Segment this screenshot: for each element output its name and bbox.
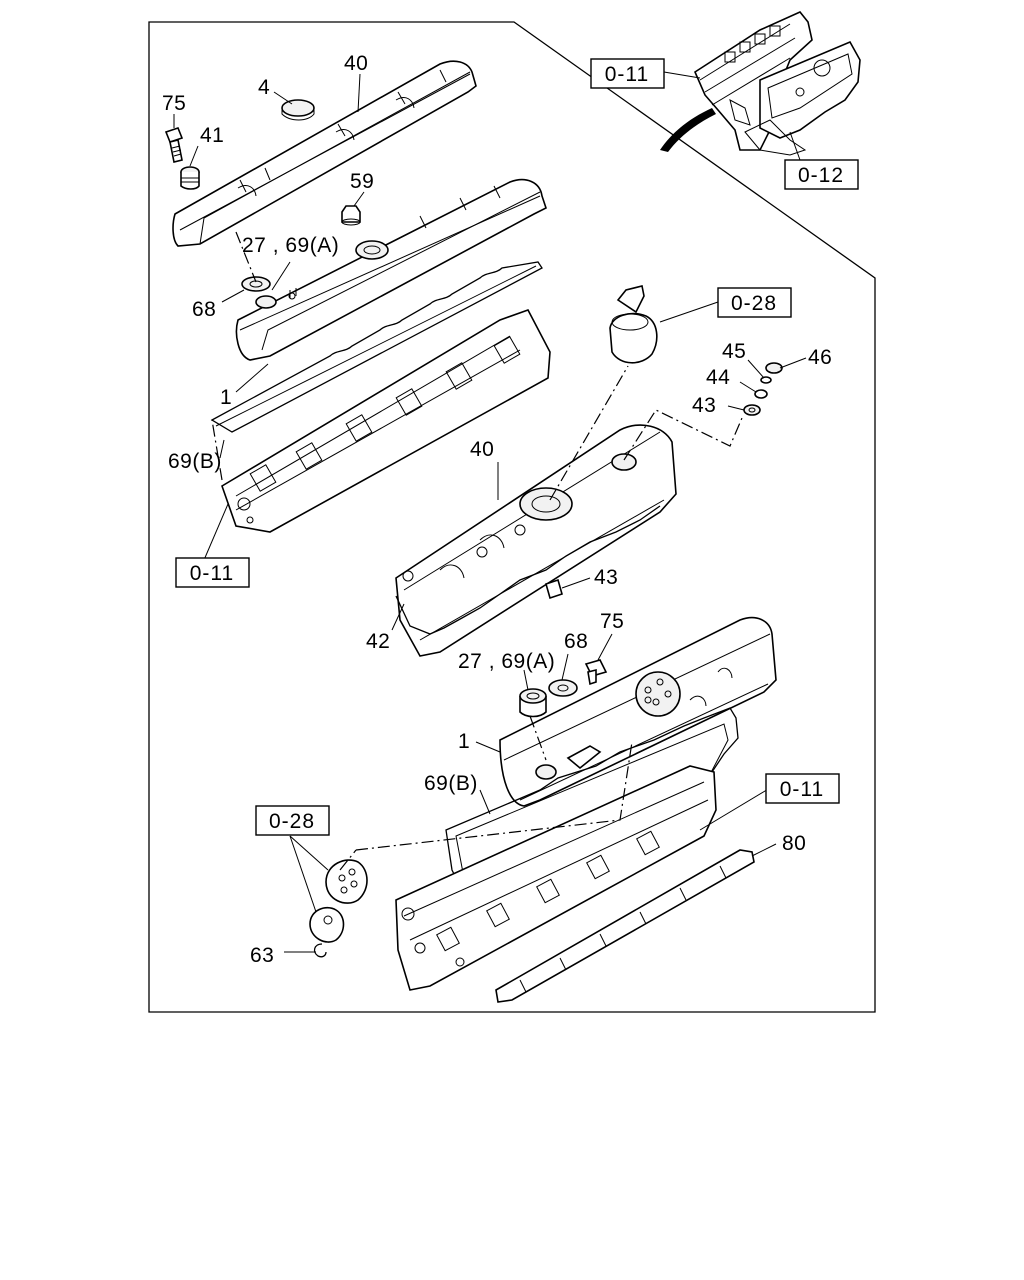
grommet-27-lower [519, 688, 547, 718]
callout-69b-top: 69(B) [168, 450, 222, 473]
callout-75-lower: 75 [600, 610, 624, 633]
bolt-75-top [164, 127, 184, 163]
svg-text:0-11: 0-11 [190, 562, 234, 585]
callout-42: 42 [366, 630, 390, 653]
nut-43-lower [545, 578, 563, 600]
callout-1-lower: 1 [458, 730, 470, 753]
nut-46 [765, 362, 783, 374]
callout-4: 4 [258, 76, 270, 99]
pointer-arrow [660, 108, 716, 152]
engine-overview-illustration [660, 11, 861, 161]
seal-42 [395, 505, 661, 635]
washer-44 [754, 389, 768, 399]
leader-lines [173, 73, 807, 953]
cylinder-head-upper [221, 309, 551, 533]
rocker-cover-top [235, 178, 547, 361]
callout-75-top: 75 [162, 92, 186, 115]
expansion-plug-large [325, 859, 368, 904]
callout-80: 80 [782, 832, 806, 855]
valve-cover-40-middle [395, 424, 677, 657]
diagram-frame [148, 21, 876, 1013]
ref-box-0-12[interactable]: 0-12 [784, 159, 859, 190]
ref-box-0-11-lower[interactable]: 0-11 [765, 773, 840, 804]
cap-59 [341, 205, 361, 226]
washer-68-top [241, 276, 271, 292]
nut-43-upper [743, 404, 761, 416]
cylinder-head-lower [395, 765, 717, 991]
ref-box-0-28-top[interactable]: 0-28 [717, 287, 792, 318]
svg-text:0-12: 0-12 [798, 164, 844, 187]
ref-box-0-28-lower[interactable]: 0-28 [255, 805, 330, 836]
callout-40-top: 40 [344, 52, 368, 75]
upper-rocker-cover-40 [172, 60, 477, 247]
ref-box-0-11-top[interactable]: 0-11 [590, 58, 665, 89]
callout-41: 41 [200, 124, 224, 147]
callout-44: 44 [706, 366, 730, 389]
callout-labels: 75 4 40 41 59 27 , 69(A) 68 1 69(B) 45 4… [162, 52, 832, 967]
callout-27-69a-lower: 27 , 69(A) [458, 650, 555, 673]
callout-68-lower: 68 [564, 630, 588, 653]
washer-45 [760, 376, 772, 384]
callout-46: 46 [808, 346, 832, 369]
callout-69b-lower: 69(B) [424, 772, 478, 795]
callout-40-middle: 40 [470, 438, 494, 461]
svg-text:0-28: 0-28 [269, 810, 315, 833]
callout-43-lower: 43 [594, 566, 618, 589]
callout-27-69a-top: 27 , 69(A) [242, 234, 339, 257]
ref-box-0-11-left[interactable]: 0-11 [175, 557, 250, 588]
grommet-41 [180, 166, 200, 190]
snap-ring-63 [313, 943, 327, 958]
rail-80 [495, 849, 755, 1003]
callout-43-upper: 43 [692, 394, 716, 417]
expansion-plug-small [309, 906, 345, 943]
bolt-75-lower [584, 659, 608, 686]
rocker-cover-lower [499, 616, 777, 807]
callout-68-top: 68 [192, 298, 216, 321]
callout-59: 59 [350, 170, 374, 193]
svg-text:0-11: 0-11 [605, 63, 649, 86]
washer-68-lower [548, 679, 578, 697]
breather-0-28-part [609, 285, 658, 364]
gasket-1-top [210, 261, 543, 433]
svg-text:0-28: 0-28 [731, 292, 777, 315]
oil-filler-cap-4 [281, 99, 315, 121]
callout-1-top: 1 [220, 386, 232, 409]
callout-45: 45 [722, 340, 746, 363]
svg-text:0-11: 0-11 [780, 778, 824, 801]
callout-63: 63 [250, 944, 274, 967]
